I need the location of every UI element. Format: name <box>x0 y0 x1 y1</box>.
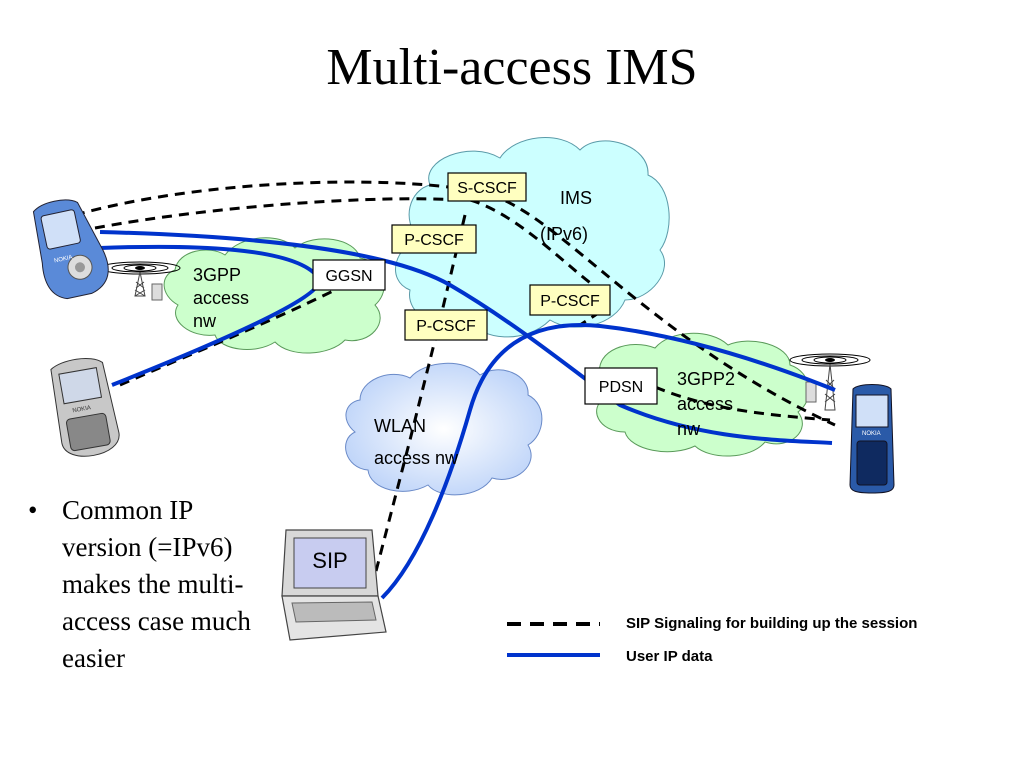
signaling-paths <box>74 180 836 576</box>
3gpp-label: nw <box>193 311 217 331</box>
user-data-line <box>99 230 833 445</box>
phone-brand: NOKIA <box>54 255 74 265</box>
3gpp-label: access <box>193 288 249 308</box>
p-cscf-label: P-CSCF <box>404 232 464 249</box>
slide-title: Multi-access IMS <box>326 39 698 96</box>
3gpp2-label: access <box>677 394 733 414</box>
p-cscf-node: P-CSCF <box>404 309 488 341</box>
laptop-icon: SIP <box>281 529 387 641</box>
ims-label: IMS <box>560 188 592 208</box>
signaling-line <box>94 197 461 230</box>
legend-user-data-label: User IP data <box>626 648 713 665</box>
s-cscf-label: S-CSCF <box>457 180 517 197</box>
mobile-phone-icon: NOKIA <box>50 358 120 457</box>
3gpp-label: 3GPP <box>193 265 241 285</box>
p-cscf-node: P-CSCF <box>391 224 477 254</box>
3gpp2-label: nw <box>677 419 701 439</box>
bullet-text: Common IP version (=IPv6) makes the mult… <box>62 495 251 673</box>
p-cscf-label: P-CSCF <box>540 293 600 310</box>
signaling-line <box>489 193 836 427</box>
pdsn-node: PDSN <box>584 367 658 405</box>
ggsn-node: GGSN <box>312 259 386 291</box>
laptop-screen-label: SIP <box>312 548 347 573</box>
wlan-cloud <box>345 362 543 496</box>
signaling-line <box>74 180 471 217</box>
pdsn-label: PDSN <box>599 379 643 396</box>
ims-subtitle: (IPv6) <box>540 224 588 244</box>
legend: SIP Signaling for building up the sessio… <box>507 615 917 665</box>
3gpp2-label: 3GPP2 <box>677 369 735 389</box>
p-cscf-node: P-CSCF <box>529 284 611 316</box>
s-cscf-node: S-CSCF <box>447 172 527 202</box>
user-data-line <box>380 323 836 600</box>
p-cscf-label: P-CSCF <box>416 318 476 335</box>
wlan-label: WLAN <box>374 416 426 436</box>
legend-signaling-label: SIP Signaling for building up the sessio… <box>626 615 917 632</box>
signaling-line <box>469 198 601 292</box>
wlan-label: access nw <box>374 448 459 468</box>
ggsn-label: GGSN <box>325 268 372 285</box>
mobile-phone-icon: NOKIA <box>32 199 109 300</box>
bullet-marker: • <box>28 495 38 525</box>
phone-brand: NOKIA <box>72 405 91 414</box>
phone-brand: NOKIA <box>862 431 881 437</box>
signaling-line <box>373 214 467 576</box>
mobile-phone-icon: NOKIA <box>849 384 895 494</box>
signaling-line <box>639 378 831 422</box>
